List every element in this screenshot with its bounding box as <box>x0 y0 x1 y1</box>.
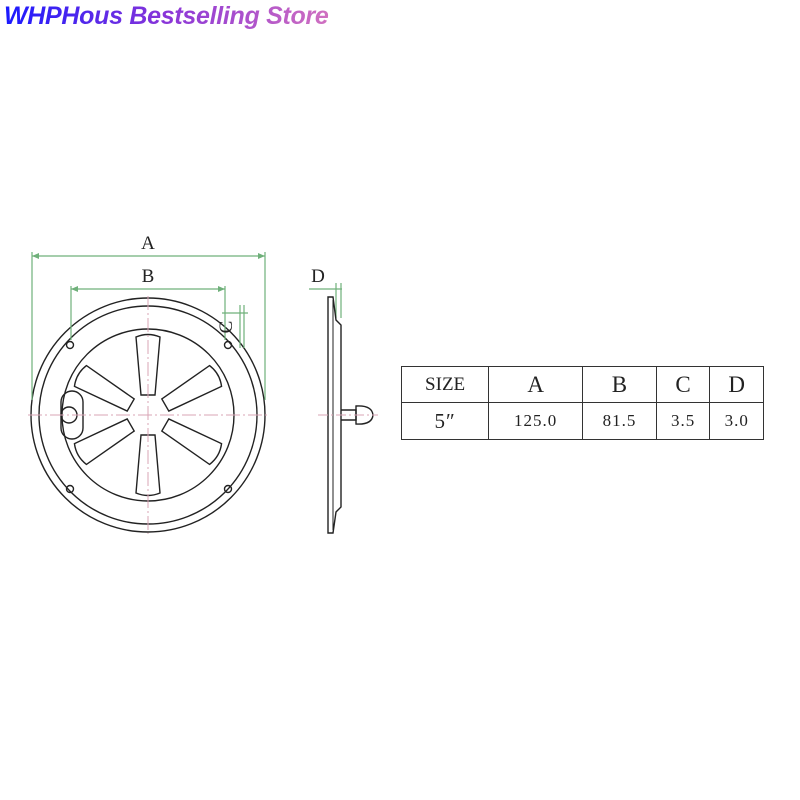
dimension-arrows <box>32 253 265 292</box>
vent-slot-6 <box>73 364 136 412</box>
cell-d: 3.0 <box>709 402 764 440</box>
dim-a-arrow-left <box>32 253 39 259</box>
vent-slot-5 <box>73 418 136 466</box>
header-b: B <box>582 366 657 403</box>
spec-table-header-row: SIZE A B C D <box>400 366 764 403</box>
vent-slot-2 <box>160 364 223 412</box>
vent-slot-4 <box>135 434 161 497</box>
side-profile-plate <box>327 296 342 534</box>
vent-slot-3 <box>160 418 223 466</box>
cell-c: 3.5 <box>655 402 711 440</box>
header-a: A <box>488 366 584 403</box>
dim-c-label: C <box>216 321 237 334</box>
dim-b-arrow-left <box>71 286 78 292</box>
mounting-hole-top-right <box>223 340 233 350</box>
dimension-lines <box>31 252 342 400</box>
mounting-hole-bottom-right <box>223 484 233 494</box>
vent-slots <box>73 333 223 497</box>
vent-slot-1 <box>135 333 161 396</box>
dim-d-label: D <box>311 266 325 287</box>
spec-table-row: 5″ 125.0 81.5 3.5 3.0 <box>400 402 764 440</box>
dimension-labels: A B C D <box>141 233 325 333</box>
dim-a-arrow-right <box>258 253 265 259</box>
store-title: WHPHous Bestselling Store <box>4 2 329 30</box>
cell-size: 5″ <box>400 402 490 440</box>
dim-b-arrow-right <box>218 286 225 292</box>
header-c: C <box>655 366 711 403</box>
cell-b: 81.5 <box>582 402 657 440</box>
spec-table: SIZE A B C D 5″ 125.0 81.5 3.5 3.0 <box>400 366 764 440</box>
front-view <box>28 296 268 534</box>
dim-a-label: A <box>141 233 155 254</box>
header-size: SIZE <box>400 366 490 403</box>
cell-a: 125.0 <box>488 402 584 440</box>
header-d: D <box>709 366 764 403</box>
mounting-hole-bottom-left <box>65 484 75 494</box>
mounting-hole-top-left <box>65 340 75 350</box>
dim-b-label: B <box>142 266 155 287</box>
side-view <box>318 296 378 534</box>
